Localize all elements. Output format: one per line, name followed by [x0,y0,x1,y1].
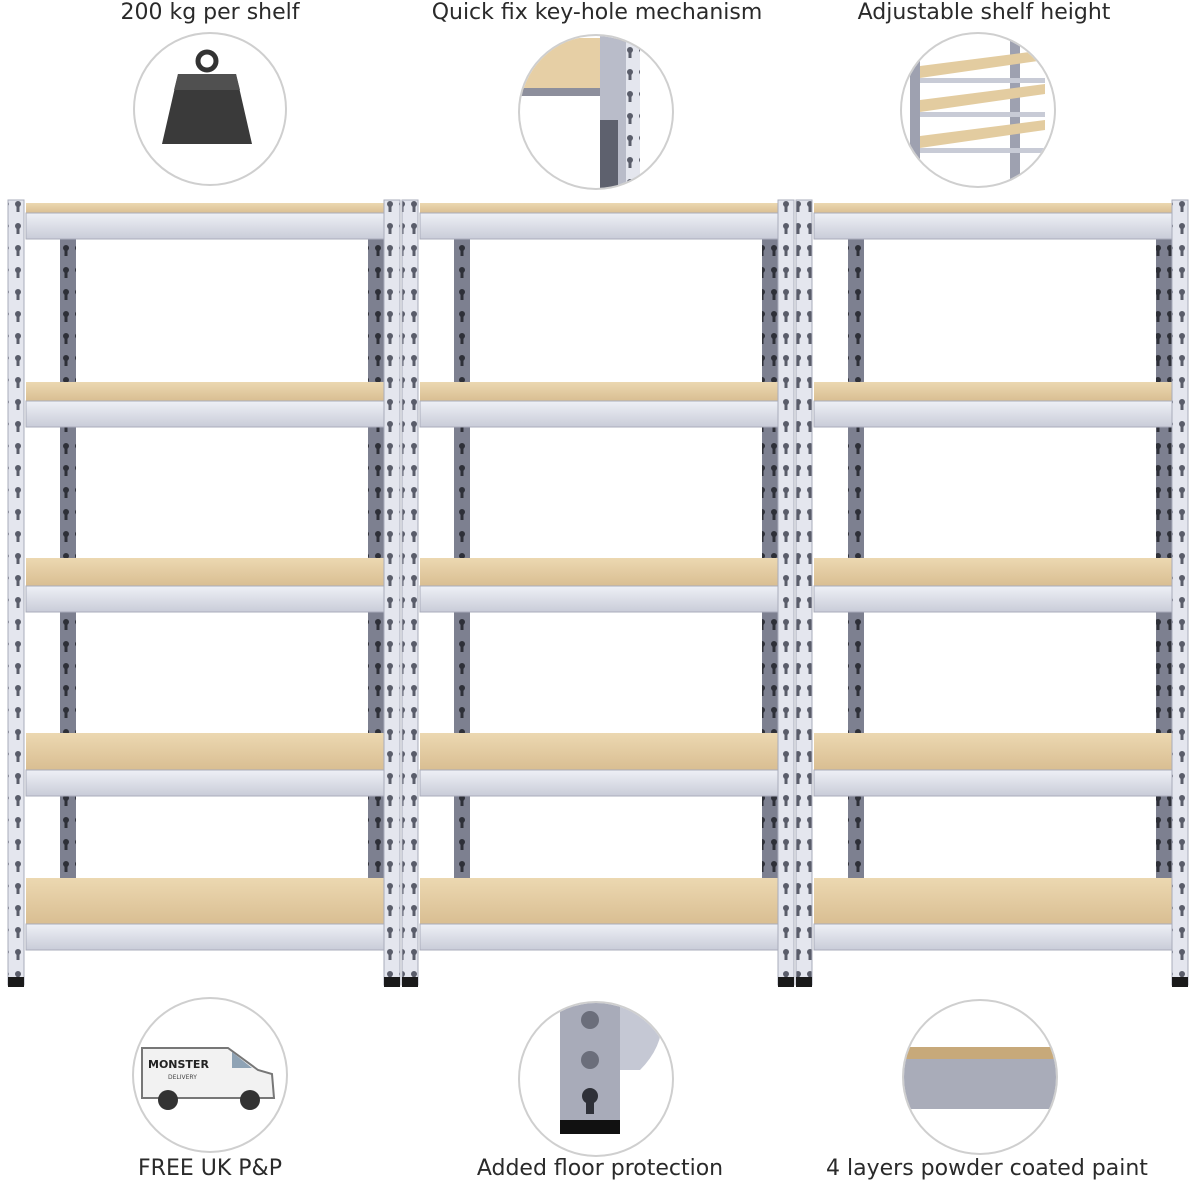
shelf-board [814,203,1182,213]
keyhole-upright-icon [518,34,674,190]
shelf-board [814,733,1182,770]
shelf-board [26,878,394,924]
shelf-board [420,733,788,770]
paint-layer-icon [902,999,1058,1155]
shelf-beam [419,212,789,240]
shelf-beam [419,923,789,951]
adjustable-shelves-icon [900,32,1056,188]
shelf-beam [813,769,1183,797]
feature-caption-adjustable: Adjustable shelf height [857,0,1111,25]
delivery-van-icon: MONSTER DELIVERY [132,997,288,1153]
feature-caption-keyhole: Quick fix key-hole mechanism [431,0,763,25]
floor-foot [796,977,812,987]
shelf-board [814,382,1182,401]
shelf-beam [25,212,395,240]
shelf-beam [419,585,789,613]
shelf-board [26,203,394,213]
floor-foot [402,977,418,987]
shelf-beam [813,585,1183,613]
shelf-board [26,733,394,770]
shelf-beam [813,400,1183,428]
feature-caption-paint: 4 layers powder coated paint [826,1156,1148,1181]
shelf-beam [813,212,1183,240]
shelf-board [420,203,788,213]
shelf-beam [25,585,395,613]
floor-foot [1172,977,1188,987]
feature-caption-delivery: FREE UK P&P [138,1156,282,1181]
shelf-beam [25,769,395,797]
feature-caption-floor: Added floor protection [476,1156,724,1181]
floor-foot [8,977,24,987]
shelf-beam [419,769,789,797]
shelf-board [420,558,788,586]
shelf-board [814,558,1182,586]
feature-caption-weight: 200 kg per shelf [120,0,300,25]
shelf-board [420,382,788,401]
shelf-beam [813,923,1183,951]
shelf-board [26,382,394,401]
floor-foot-icon [518,1001,674,1157]
floor-foot [384,977,400,987]
van-brand-text: MONSTER [148,1058,209,1071]
floor-foot [778,977,794,987]
shelf-board [26,558,394,586]
weight-icon [133,32,287,186]
van-subtext: DELIVERY [168,1074,197,1081]
shelf-board [420,878,788,924]
shelf-board [814,878,1182,924]
